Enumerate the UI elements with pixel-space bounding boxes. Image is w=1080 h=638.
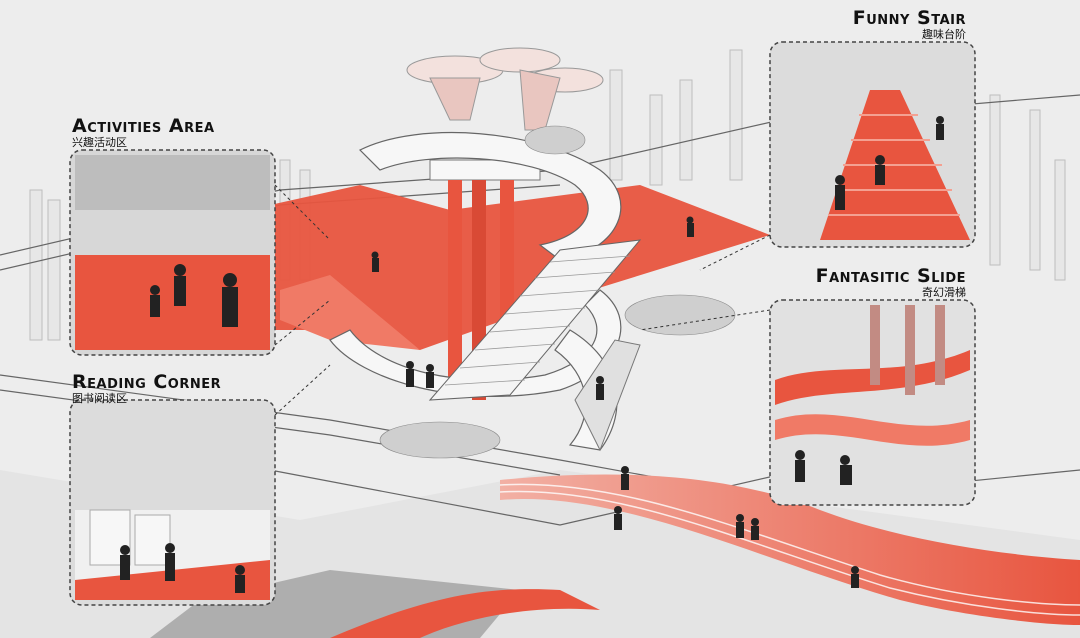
label-reading-corner-cn: 图书阅读区 <box>72 392 127 405</box>
label-funny-stair: Funny Stair 趣味台阶 <box>780 8 966 41</box>
label-reading-corner-en: Reading Corner <box>72 371 222 393</box>
planters <box>379 125 736 459</box>
inset-activities-area <box>69 149 276 356</box>
label-reading-corner: Reading Corner 图书阅读区 <box>72 372 221 405</box>
label-fantastic-slide-cn: 奇幻滑梯 <box>922 286 966 299</box>
label-funny-stair-cn: 趣味台阶 <box>922 28 966 41</box>
label-funny-stair-en: Funny Stair <box>852 7 966 29</box>
label-activities-area-en: Activities Area <box>72 115 215 137</box>
inset-funny-stair <box>769 41 976 248</box>
label-fantastic-slide-en: Fantasitic Slide <box>815 265 966 287</box>
inset-fantastic-slide <box>769 299 976 506</box>
label-activities-area: Activities Area 兴趣活动区 <box>72 116 215 149</box>
people-silhouettes <box>371 216 859 588</box>
leader-lines <box>274 184 771 416</box>
grand-stair <box>428 239 642 452</box>
label-activities-area-cn: 兴趣活动区 <box>72 136 127 149</box>
running-track <box>330 474 1080 638</box>
label-fantastic-slide: Fantasitic Slide 奇幻滑梯 <box>770 266 966 299</box>
red-activity-floor <box>270 185 770 350</box>
inset-reading-corner <box>69 399 276 606</box>
